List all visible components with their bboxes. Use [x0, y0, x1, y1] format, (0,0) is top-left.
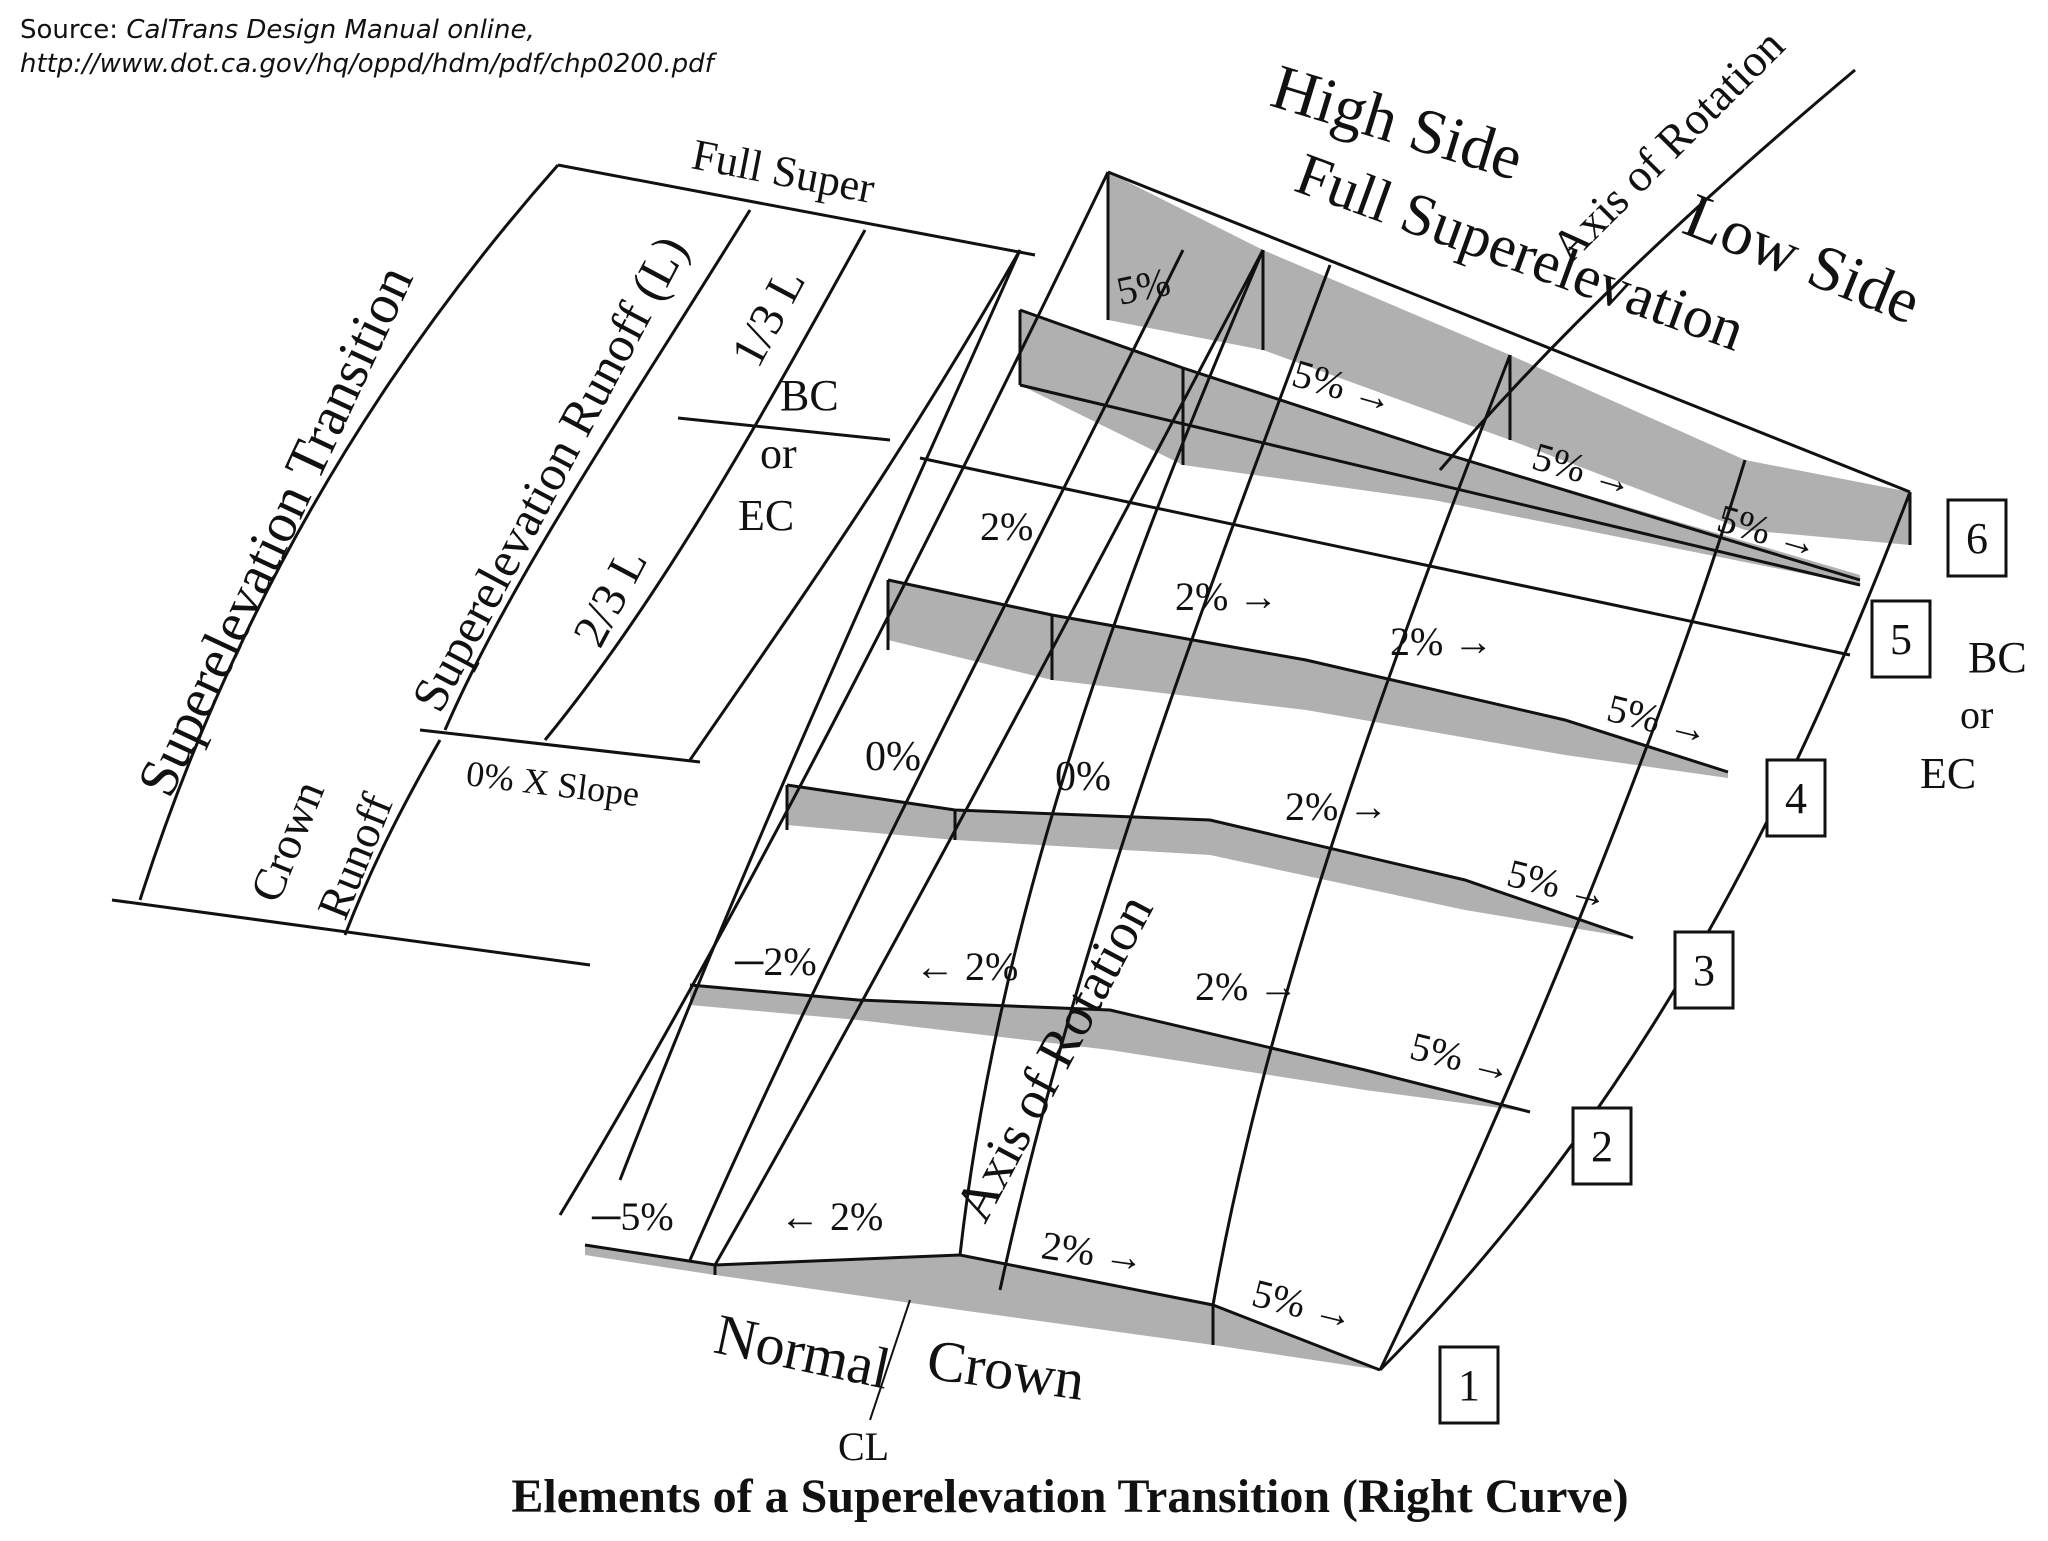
section-number-5: 5: [1890, 615, 1912, 664]
section-5-top: [1019, 308, 1861, 582]
lane-line-1: [713, 249, 1265, 1266]
section-4: [887, 578, 1729, 774]
inner-left-line: [618, 249, 1022, 1181]
slab-4-b: [1052, 615, 1306, 710]
slope-1-b: ← 2%: [780, 1194, 883, 1239]
section-number-boxes: 1 2 3 4 5 6: [1438, 498, 2008, 1425]
section-1: [584, 1243, 1381, 1372]
section-number-6: 6: [1966, 514, 1988, 563]
slab-1-c: [960, 1255, 1213, 1345]
runoff-arc: [443, 209, 752, 731]
section-box-4: [1765, 758, 1827, 838]
shaded-slabs: [585, 172, 1910, 1370]
section-5-base: [1019, 383, 1861, 587]
slope-1-a: ─5%: [591, 1194, 674, 1239]
axis-of-rotation-top-curve: [1438, 68, 1856, 471]
slope-2-d: 5% →: [1406, 1023, 1517, 1092]
bc-ec-line-left: [677, 416, 891, 442]
slab-3-c: [1210, 820, 1465, 910]
centerline-leader: [869, 1299, 911, 1421]
full-super-line: [557, 163, 1036, 257]
slab-1-a: [585, 1245, 715, 1275]
bc-left-label: BC: [780, 371, 839, 420]
superelevation-runoff-label: Superelevation Runoff (L): [400, 226, 698, 720]
slab-2-c: [1110, 1010, 1365, 1090]
slope-3-b: 0%: [1055, 754, 1111, 800]
slab-4-a: [888, 580, 1052, 680]
section-2: [689, 983, 1531, 1114]
crown-bottom-label: Crown: [923, 1327, 1088, 1413]
slope-2-c: 2% →: [1195, 964, 1298, 1009]
centerline-label: CL: [838, 1424, 889, 1469]
source-prefix: Source:: [20, 15, 126, 45]
left-edge-line: [558, 171, 1110, 1216]
diagram-title: Elements of a Superelevation Transition …: [511, 1470, 1628, 1523]
section-number-3: 3: [1693, 946, 1715, 995]
third-arc: [543, 229, 867, 741]
slope-2-b: ← 2%: [915, 944, 1018, 989]
slab-6-c: [1510, 355, 1745, 530]
slope-3-a: 0%: [865, 734, 921, 780]
axis-line-inner: [958, 249, 1265, 1256]
slope-3-c: 2% →: [1285, 784, 1388, 829]
section-3: [786, 783, 1634, 940]
slab-5-a: [1020, 310, 1183, 465]
section-number-1: 1: [1458, 1361, 1480, 1410]
two-thirds-l-label: 2/3 L: [563, 540, 658, 656]
slope-2-a: ─2%: [734, 939, 817, 984]
slope-4-a: 2%: [980, 504, 1033, 549]
slab-1-b: [715, 1255, 960, 1310]
section-number-4: 4: [1785, 774, 1807, 823]
lane-line-2: [1211, 354, 1512, 1306]
or-right-label: or: [1960, 692, 1993, 737]
dimension-lines: [111, 163, 1851, 967]
crown-runoff-arc: [343, 739, 442, 936]
section-box-1: [1438, 1345, 1500, 1425]
normal-label: Normal: [709, 1301, 896, 1401]
or-left-label: or: [760, 429, 797, 478]
ec-right-label: EC: [1920, 749, 1976, 798]
full-super-label: Full Super: [688, 130, 879, 213]
slab-3-b: [955, 810, 1210, 855]
slab-2-a: [690, 985, 858, 1020]
zero-slope-line: [419, 728, 701, 764]
zero-x-slope-label: 0% X Slope: [464, 753, 642, 814]
slab-2-b: [858, 1000, 1110, 1050]
bc-ec-line-right: [919, 456, 1851, 657]
section-box-2: [1571, 1106, 1633, 1186]
section-number-2: 2: [1591, 1122, 1613, 1171]
slab-3-a: [787, 785, 955, 840]
section-box-5: [1870, 599, 1932, 679]
slab-6-b: [1263, 250, 1510, 440]
ec-left-label: EC: [738, 491, 794, 540]
source-publication: CalTrans Design Manual online,: [126, 15, 534, 45]
section-box-3: [1673, 930, 1735, 1010]
source-url: http://www.dot.ca.gov/hq/oppd/hdm/pdf/ch…: [20, 49, 718, 79]
section-6-top: [1107, 170, 1911, 494]
source-line: Source: CalTrans Design Manual online,: [20, 15, 535, 45]
section-lines: [584, 170, 1912, 1372]
bc-right-label: BC: [1968, 633, 2027, 682]
full-arc: [688, 249, 1022, 761]
slab-6-a: [1108, 172, 1263, 350]
superelevation-transition-label: Superelevation Transition: [126, 256, 426, 805]
one-third-l-label: 1/3 L: [721, 260, 816, 376]
slope-6-a: 5%: [1113, 259, 1175, 314]
transition-arc: [138, 164, 560, 901]
axis-of-rotation-mid-label: Axis of Rotation: [943, 885, 1165, 1231]
lane-line-1b: [688, 249, 1185, 1261]
slope-4-c: 2% →: [1390, 619, 1493, 664]
slab-6-d: [1745, 460, 1910, 545]
transition-base-line: [111, 898, 591, 967]
section-box-6: [1946, 498, 2008, 578]
slope-4-b: 2% →: [1175, 574, 1278, 619]
slab-4-c: [1306, 660, 1565, 755]
